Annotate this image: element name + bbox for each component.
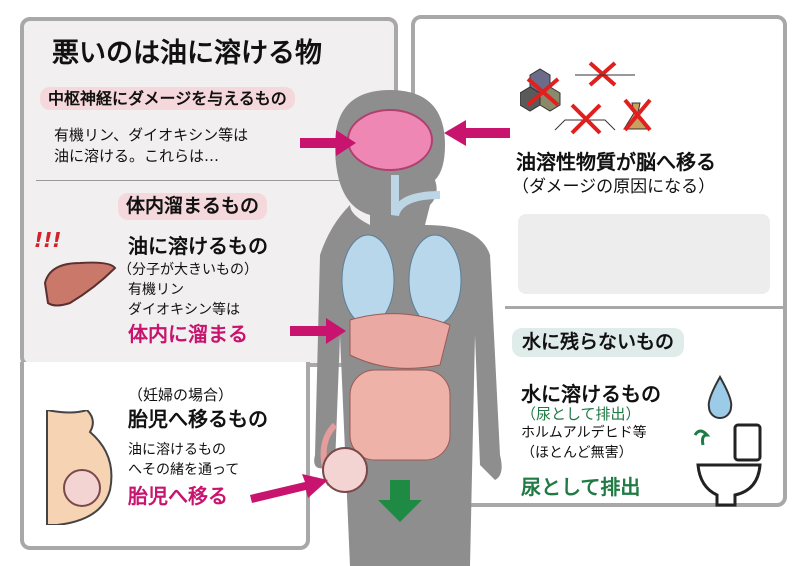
- water-label: 水に残らないもの: [512, 328, 685, 357]
- cns-text: 油に溶ける。これらは…: [54, 147, 220, 165]
- water-sub: （尿として排出）: [521, 405, 641, 423]
- fetus-heading: 胎児へ移るもの: [128, 407, 268, 431]
- water-result: 尿として排出: [521, 475, 641, 499]
- page-title: 悪いのは油に溶ける物: [52, 38, 322, 69]
- cns-text: 有機リン、ダイオキシン等は: [54, 126, 249, 144]
- water-drop-icon: [707, 375, 733, 419]
- toilet-icon: [693, 423, 762, 507]
- fetus-result: 胎児へ移る: [128, 484, 228, 508]
- arrow-right-icon: [250, 474, 328, 503]
- pregnant-belly-icon: [46, 410, 113, 525]
- brain-heading: 油溶性物質が脳へ移る: [516, 150, 716, 174]
- right-lung: [408, 234, 462, 326]
- brain-sub: （ダメージの原因になる）: [512, 177, 716, 197]
- body-diagram: [314, 90, 502, 566]
- accumulate-result: 体内に溜まる: [128, 322, 248, 346]
- intestines: [349, 369, 451, 461]
- liver-icon: [43, 261, 117, 307]
- divider: [505, 306, 785, 309]
- pregnancy-note: （妊婦の場合）: [128, 386, 234, 404]
- accumulate-heading: 油に溶けるもの: [128, 234, 268, 258]
- water-heading: 水に溶けるもの: [521, 382, 661, 406]
- trachea: [391, 175, 441, 217]
- water-line: （ほとんど無害）: [521, 445, 633, 461]
- fetus-line: 油に溶けるもの: [128, 442, 226, 458]
- divider: [36, 180, 342, 181]
- down-arrow-icon: [378, 480, 422, 522]
- liver: [349, 313, 451, 369]
- alert-icon: !!!: [34, 228, 62, 252]
- brain-icon: [347, 109, 433, 171]
- fetus-line: へその緒を通って: [128, 462, 240, 478]
- arrow-left-icon: [444, 120, 510, 146]
- blank-box: [518, 214, 770, 294]
- chemical-structures-icon: [520, 61, 652, 135]
- accumulate-line: ダイオキシン等は: [128, 302, 240, 318]
- left-lung: [341, 234, 395, 326]
- arrow-right-icon: [300, 130, 356, 156]
- arrow-right-icon: [290, 318, 346, 344]
- accumulate-label: 体内溜まるもの: [118, 193, 268, 220]
- water-line: ホルムアルデヒド等: [521, 425, 647, 441]
- fetus-icon: [322, 447, 368, 493]
- accumulate-sub: （分子が大きいもの）: [118, 262, 258, 278]
- cns-label: 中枢神経にダメージを与えるもの: [40, 87, 295, 111]
- accumulate-line: 有機リン: [128, 282, 184, 298]
